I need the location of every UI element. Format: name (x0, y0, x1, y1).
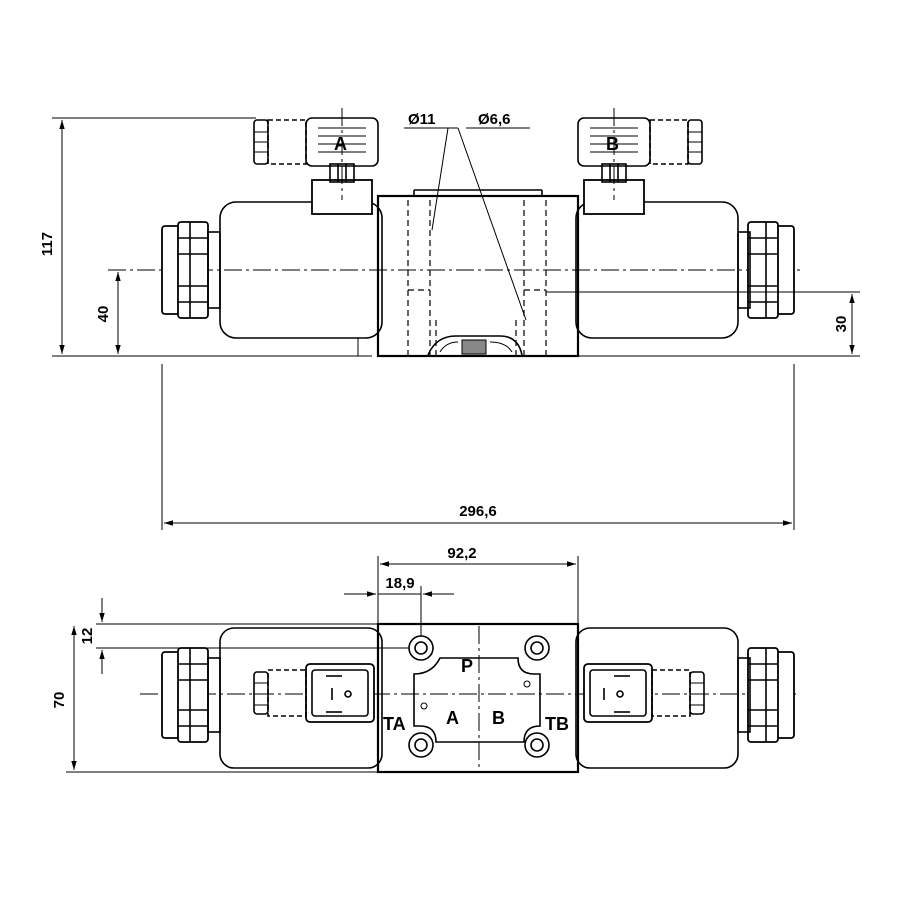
dim-hole-offset: 18,9 (385, 575, 414, 592)
valve-body-front (376, 194, 580, 358)
mounting-holes (408, 635, 550, 758)
top-view: P A B TA TB (51, 545, 800, 774)
port-interface (413, 657, 541, 743)
connector-a-label: A (334, 134, 347, 154)
port-tb-label: TB (545, 714, 569, 734)
connector-a (253, 108, 379, 215)
dim-overall-height: 117 (39, 232, 56, 256)
dim-axis-height: 40 (95, 306, 112, 323)
dim-overall-width: 70 (51, 692, 68, 709)
right-knurled-nut-top (737, 647, 795, 743)
left-knurled-nut (161, 221, 221, 319)
hole-dia-small: Ø6,6 (478, 111, 511, 128)
bottom-ports (427, 335, 523, 356)
connector-b (577, 108, 703, 215)
left-knurled-nut-top (161, 647, 221, 743)
right-coil-body (575, 201, 739, 339)
port-ta-label: TA (383, 714, 406, 734)
hidden-bores (407, 200, 547, 355)
connector-b-top (583, 663, 705, 723)
dim-hole-offset-small: 12 (79, 628, 96, 645)
connector-b-label: B (606, 134, 619, 154)
connector-a-top (253, 663, 375, 723)
dim-body-width: 92,2 (447, 545, 476, 562)
dim-port-height: 30 (833, 316, 850, 333)
port-b-label: B (492, 708, 505, 728)
valve-body-top (376, 622, 580, 774)
dim-overall-length: 296,6 (459, 503, 497, 520)
hole-dia-large: Ø11 (408, 111, 436, 128)
front-view: A B Ø11 Ø6,6 117 (39, 108, 860, 530)
port-a-label: A (446, 708, 459, 728)
port-p-label: P (461, 656, 473, 676)
